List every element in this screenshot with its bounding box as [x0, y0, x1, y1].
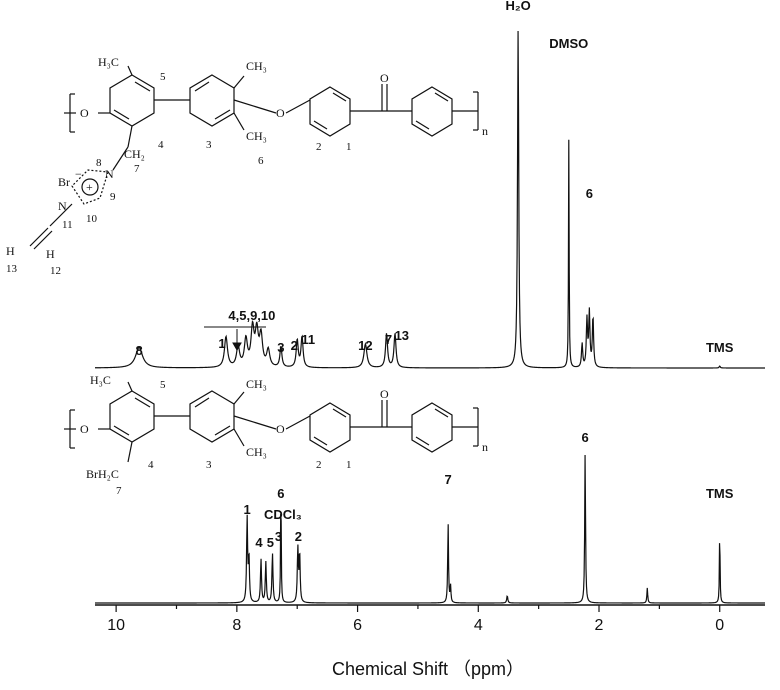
struct-top-label: 3	[206, 139, 212, 151]
struct-top-label: 7	[134, 163, 140, 175]
struct-bottom-ch3-a: H₃C	[90, 373, 111, 387]
peak-label-top: 7	[385, 332, 392, 347]
struct-bottom-ch3-c: CH₃	[246, 445, 267, 459]
struct-top-ch3-c: CH₃	[246, 129, 267, 143]
peak-label-top: 2	[291, 338, 298, 353]
struct-top-o-b: O	[276, 106, 285, 120]
peak-label-bottom: 7	[444, 472, 451, 487]
struct-top-label: 9	[110, 191, 116, 203]
peak-label-top: 4,5,9,10	[228, 308, 275, 323]
peak-label-bottom: 5	[267, 535, 274, 550]
struct-top-n-a: N	[105, 167, 114, 181]
x-axis: 10 8 6 4 2 0	[95, 604, 765, 634]
peak-label-bottom: 1	[243, 502, 250, 517]
struct-top-o-carbonyl: O	[380, 71, 389, 85]
peak-label-bottom: CDCl₃	[264, 507, 302, 522]
struct-bottom-label: 4	[148, 459, 154, 471]
x-tick-label: 0	[715, 617, 724, 634]
struct-top-n-b: N	[58, 199, 67, 213]
struct-bottom-label: 1	[346, 459, 352, 471]
peak-label-bottom: 2	[295, 529, 302, 544]
peak-label-top: 13	[395, 328, 409, 343]
structure-bottom	[64, 381, 479, 463]
peak-label-top: H₂O	[505, 0, 530, 13]
struct-top-n-sub: n	[482, 124, 488, 138]
x-tick-label: 6	[353, 617, 362, 634]
peak-label-top: 3	[277, 340, 284, 355]
struct-bottom-ch3-b: CH₃	[246, 377, 267, 391]
structure-top-text: H₃C CH₃ CH₃ O O O CH₂ N N Br − + H H n 5…	[6, 55, 488, 277]
struct-top-label: 6	[258, 155, 264, 167]
struct-top-h-a: H	[6, 244, 15, 258]
peak-label-top: 1	[218, 336, 225, 351]
group-bracket	[204, 326, 266, 352]
struct-top-ch2: CH₂	[124, 147, 145, 161]
struct-top-label: 13	[6, 263, 18, 275]
peak-label-top: 12	[358, 338, 372, 353]
structure-top	[29, 65, 479, 250]
struct-bottom-brh2c: BrH₂C	[86, 467, 119, 481]
struct-bottom-label: 2	[316, 459, 322, 471]
struct-top-ch3-a: H₃C	[98, 55, 119, 69]
struct-top-ch3-b: CH₃	[246, 59, 267, 73]
x-tick-label: 2	[595, 617, 604, 634]
peak-label-bottom: TMS	[706, 486, 734, 501]
peak-label-bottom: 3	[275, 529, 282, 544]
peak-label-top: TMS	[706, 340, 734, 355]
peak-label-top: DMSO	[549, 36, 588, 51]
struct-bottom-o-b: O	[276, 422, 285, 436]
peak-label-top: 11	[301, 332, 315, 347]
x-tick-label: 10	[107, 617, 125, 634]
struct-top-minus: −	[75, 167, 82, 181]
spectrum-top	[95, 30, 765, 369]
struct-bottom-n-sub: n	[482, 440, 488, 454]
struct-top-o-a: O	[80, 106, 89, 120]
struct-top-label: 5	[160, 71, 166, 83]
struct-bottom-label: 5	[160, 379, 166, 391]
struct-bottom-o-carbonyl: O	[380, 387, 389, 401]
struct-top-h-b: H	[46, 247, 55, 261]
struct-top-plus: +	[86, 180, 93, 194]
peak-label-bottom: 6	[277, 486, 284, 501]
x-axis-title: Chemical Shift （ppm）	[332, 659, 524, 679]
x-tick-label: 4	[474, 617, 483, 634]
peak-label-bottom: 6	[581, 430, 588, 445]
x-tick-label: 8	[232, 617, 241, 634]
struct-top-label: 10	[86, 213, 98, 225]
struct-top-label: 1	[346, 141, 352, 153]
struct-top-label: 8	[96, 157, 102, 169]
struct-top-label: 12	[50, 265, 61, 277]
struct-bottom-o-a: O	[80, 422, 89, 436]
struct-top-label: 11	[62, 219, 73, 231]
structure-bottom-text: H₃C CH₃ CH₃ O O O BrH₂C n 5 4 3 7 2 1	[80, 373, 488, 497]
spectrum-bottom	[95, 455, 765, 604]
peak-label-top: 6	[586, 186, 593, 201]
struct-bottom-label: 7	[116, 485, 122, 497]
peak-label-top: 8	[135, 343, 142, 358]
struct-top-br: Br	[58, 175, 70, 189]
struct-top-label: 4	[158, 139, 164, 151]
struct-top-label: 2	[316, 141, 322, 153]
peak-label-bottom: 4	[255, 535, 263, 550]
struct-bottom-label: 3	[206, 459, 212, 471]
